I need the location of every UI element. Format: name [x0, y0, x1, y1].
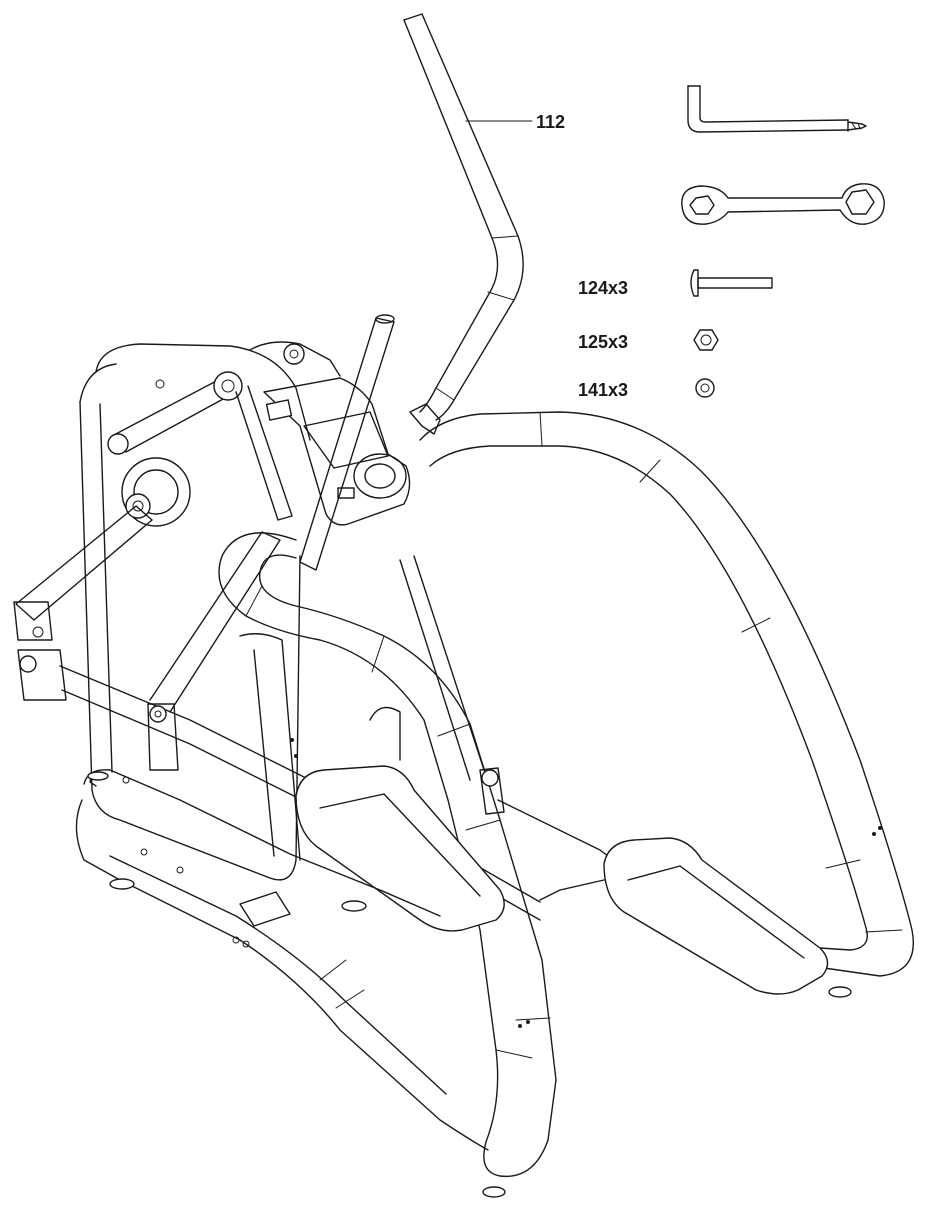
crank-link-arm: [107, 371, 293, 521]
allen-screwdriver-tool: [687, 85, 867, 133]
part-label-141: 141x3: [578, 380, 628, 400]
base-frame: [75, 769, 605, 1151]
bolt-icon: [690, 269, 773, 297]
elliptical-machine-drawing: [13, 13, 914, 1198]
left-handle-upright: [299, 314, 395, 571]
left-foot-pedal: [295, 765, 505, 932]
washer-icon: [695, 378, 715, 398]
double-hex-wrench-tool: [681, 183, 885, 225]
right-foot-pedal: [603, 837, 829, 995]
part-label-112: 112: [536, 112, 565, 132]
handlebar-112: [403, 13, 524, 435]
part-label-124: 124x3: [578, 278, 628, 298]
nut-icon: [693, 329, 719, 351]
right-loop-rail: [419, 411, 914, 977]
console-head: [263, 377, 411, 526]
part-label-125: 125x3: [578, 332, 628, 352]
fastener-dots: [290, 738, 882, 1028]
leveling-feet: [87, 771, 852, 1198]
support-frame: [147, 531, 641, 881]
